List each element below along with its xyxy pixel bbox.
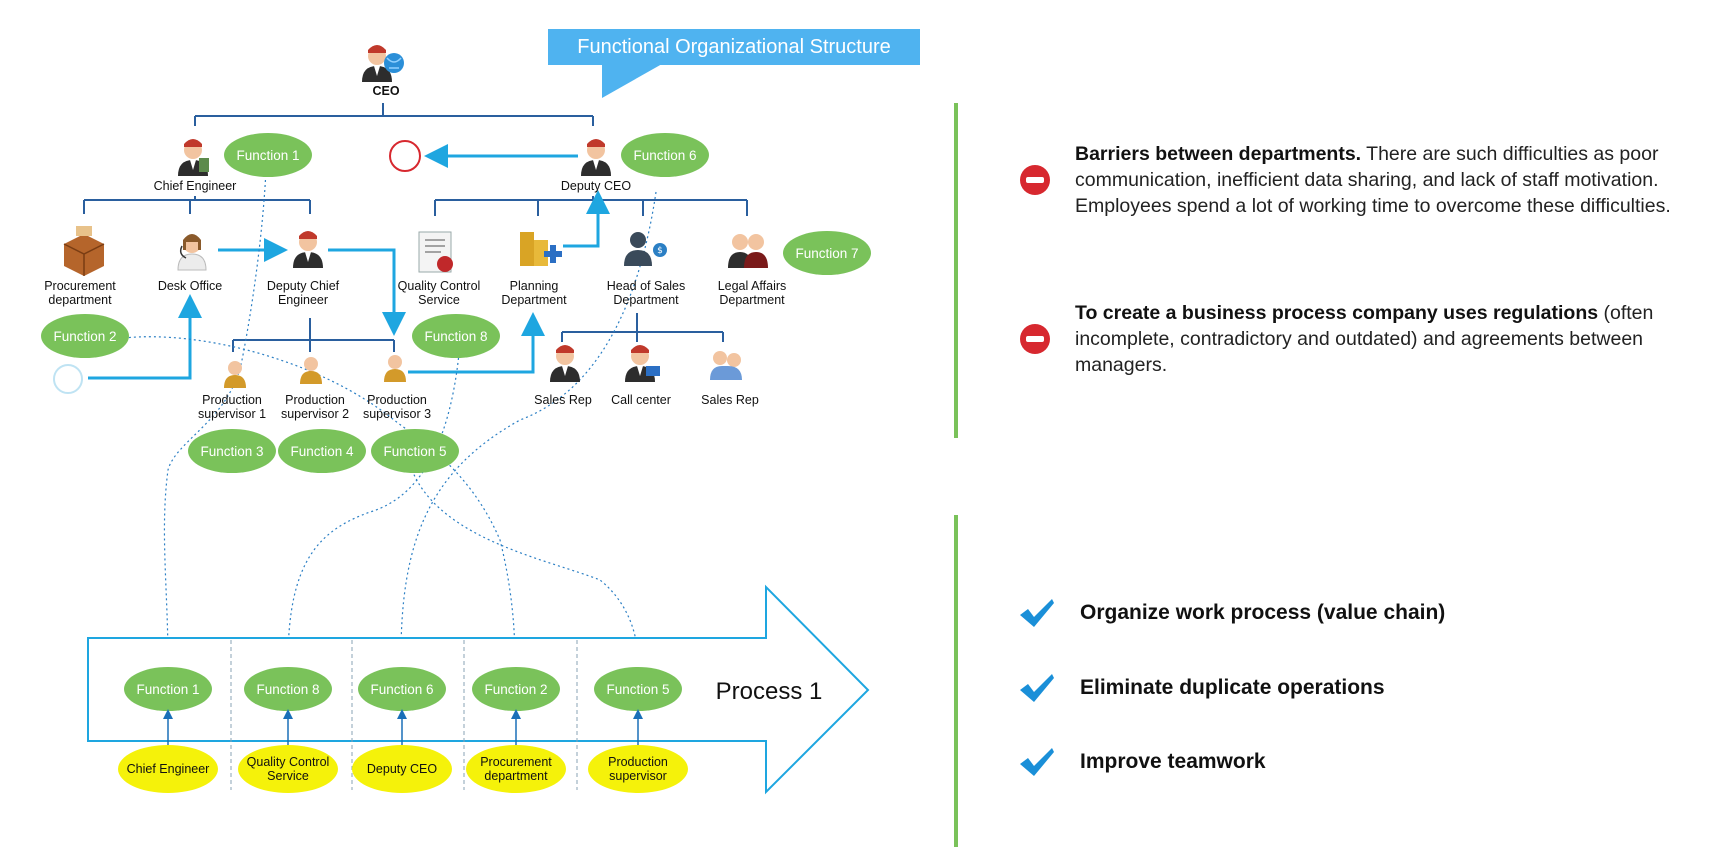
process-function-label: Function 1	[136, 682, 199, 697]
function-3-bubble	[188, 429, 276, 473]
stop-icon	[1020, 324, 1050, 354]
call-center-icon	[625, 345, 660, 382]
org-diagram: CEO Chief Engineer Deputy CEO Procuremen…	[41, 45, 871, 795]
barrier-2-text: To create a business process company use…	[1075, 300, 1700, 378]
checkmark-icon	[1020, 748, 1054, 776]
source-circle-light	[53, 364, 83, 394]
head-of-sales-icon: $	[624, 232, 667, 266]
label-chief-engineer: Chief Engineer	[154, 179, 237, 193]
function-6-bubble	[621, 133, 709, 177]
process-owner-bubble	[238, 745, 338, 793]
process-owner-label: Deputy CEO	[367, 762, 437, 776]
function-1-bubble	[224, 133, 312, 177]
ceo-icon	[362, 45, 404, 82]
svg-text:$: $	[657, 246, 663, 256]
process-function-bubble	[124, 667, 212, 711]
function-3-label: Function 3	[200, 444, 263, 459]
divider-bottom	[954, 515, 958, 847]
goal-1: Organize work process (value chain)	[1018, 597, 1445, 629]
barrier-2-bold: To create a business process company use…	[1075, 302, 1599, 324]
divider-top	[954, 103, 958, 438]
function-4-bubble	[278, 429, 366, 473]
deputy-ceo-icon	[581, 139, 611, 176]
target-circle-red	[389, 140, 421, 172]
certificate-icon	[418, 231, 453, 273]
function-4-label: Function 4	[290, 444, 354, 459]
goal-3-text: Improve teamwork	[1080, 750, 1266, 773]
barrier-1-bold: Barriers between departments.	[1075, 143, 1362, 165]
prod-sup-1-icon	[224, 361, 246, 388]
barrier-2-body: (often incomplete, contradictory and out…	[1075, 302, 1654, 376]
function-5-bubble	[371, 429, 459, 473]
function-7-label: Function 7	[795, 246, 858, 261]
box-icon	[63, 226, 105, 276]
legal-affairs-icon	[728, 234, 768, 268]
desk-office-icon	[177, 234, 207, 271]
process-owner-bubble	[118, 745, 218, 793]
deputy-chief-engineer-icon	[293, 231, 323, 268]
org-lines	[83, 103, 748, 352]
function-2-label: Function 2	[53, 329, 116, 344]
process-label: Process 1	[716, 678, 823, 705]
process-function-bubble	[244, 667, 332, 711]
barrier-1-body: There are such difficulties as poor comm…	[1075, 143, 1671, 217]
label-ceo: CEO	[372, 84, 399, 98]
label-call-center: Call center	[611, 393, 671, 407]
function-7-bubble	[783, 231, 871, 275]
coins-plus-icon	[520, 232, 562, 266]
process-function-label: Function 6	[370, 682, 433, 697]
process-owner-label: Chief Engineer	[127, 762, 210, 776]
process-owner-bubble	[588, 745, 688, 793]
callout-tail	[602, 64, 662, 98]
function-6-label: Function 6	[633, 148, 696, 163]
function-8-label: Function 8	[424, 329, 487, 344]
barrier-1-text: Barriers between departments. There are …	[1075, 141, 1700, 219]
checkmark-icon	[1020, 599, 1054, 627]
sales-rep-2-icon	[710, 351, 742, 380]
diagram-title: Functional Organizational Structure	[548, 29, 920, 65]
goal-2-text: Eliminate duplicate operations	[1080, 676, 1385, 699]
barrier-2: To create a business process company use…	[1020, 300, 1700, 378]
function-8-bubble	[412, 314, 500, 358]
prod-sup-2-icon	[300, 357, 322, 384]
function-5-label: Function 5	[383, 444, 446, 459]
label-sales-rep-1: Sales Rep	[534, 393, 592, 407]
stop-icon	[1020, 165, 1050, 195]
barrier-1: Barriers between departments. There are …	[1020, 141, 1700, 219]
process-owner-bubble	[466, 745, 566, 793]
label-deputy-ceo: Deputy CEO	[561, 179, 631, 193]
process-function-label: Function 8	[256, 682, 319, 697]
prod-sup-3-icon	[384, 355, 406, 382]
process-function-label: Function 5	[606, 682, 669, 697]
goal-1-text: Organize work process (value chain)	[1080, 601, 1446, 624]
function-1-label: Function 1	[236, 148, 299, 163]
process-function-bubble	[472, 667, 560, 711]
process-owner-bubble	[352, 745, 452, 793]
process-function-bubble	[358, 667, 446, 711]
chief-engineer-icon	[178, 139, 209, 176]
goal-3: Improve teamwork	[1018, 746, 1266, 778]
sales-rep-1-icon	[550, 345, 580, 382]
label-desk-office: Desk Office	[158, 279, 222, 293]
goal-2: Eliminate duplicate operations	[1018, 672, 1385, 704]
label-sales-rep-2: Sales Rep	[701, 393, 759, 407]
process-function-bubble	[594, 667, 682, 711]
checkmark-icon	[1020, 674, 1054, 702]
function-2-bubble	[41, 314, 129, 358]
process-function-label: Function 2	[484, 682, 547, 697]
flow-arrows	[88, 144, 610, 380]
